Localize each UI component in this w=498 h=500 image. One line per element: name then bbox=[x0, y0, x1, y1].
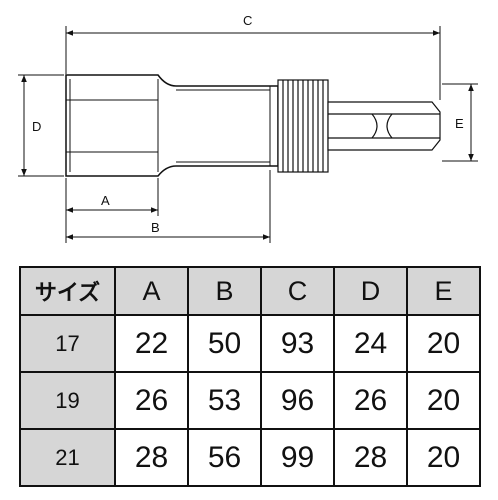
cell-c: 93 bbox=[260, 314, 335, 373]
size-spec-table: サイズ A B C D E 17 22 50 93 24 20 19 26 53… bbox=[19, 266, 481, 487]
header-e: E bbox=[406, 266, 481, 316]
dim-label-b: B bbox=[151, 220, 160, 235]
cell-e: 20 bbox=[406, 371, 481, 430]
dimension-e bbox=[442, 83, 478, 162]
cell-e: 20 bbox=[406, 314, 481, 373]
cell-b: 56 bbox=[187, 428, 262, 487]
cell-c: 96 bbox=[260, 371, 335, 430]
dimension-b bbox=[66, 170, 271, 243]
cell-b: 50 bbox=[187, 314, 262, 373]
header-b: B bbox=[187, 266, 262, 316]
header-c: C bbox=[260, 266, 335, 316]
table-row: 21 28 56 99 28 20 bbox=[19, 428, 481, 487]
table-row: 19 26 53 96 26 20 bbox=[19, 371, 481, 430]
cell-d: 26 bbox=[333, 371, 408, 430]
cell-a: 22 bbox=[114, 314, 189, 373]
socket-collar bbox=[277, 79, 329, 173]
socket-body-lines bbox=[66, 79, 271, 172]
cell-d: 28 bbox=[333, 428, 408, 487]
table-header-row: サイズ A B C D E bbox=[19, 266, 481, 316]
cell-size: 17 bbox=[19, 314, 116, 373]
cell-size: 21 bbox=[19, 428, 116, 487]
header-d: D bbox=[333, 266, 408, 316]
hex-shank bbox=[327, 101, 441, 151]
dim-label-c: C bbox=[243, 13, 252, 28]
cell-size: 19 bbox=[19, 371, 116, 430]
dim-label-e: E bbox=[455, 116, 464, 131]
dim-label-d: D bbox=[32, 119, 41, 134]
dimension-d bbox=[18, 74, 64, 177]
dimension-a bbox=[65, 178, 159, 243]
socket-dimension-drawing: C D E A B bbox=[18, 13, 478, 243]
header-size: サイズ bbox=[19, 266, 116, 316]
dimension-c bbox=[65, 26, 441, 100]
cell-c: 99 bbox=[260, 428, 335, 487]
dim-label-a: A bbox=[101, 193, 110, 208]
cell-e: 20 bbox=[406, 428, 481, 487]
cell-b: 53 bbox=[187, 371, 262, 430]
header-a: A bbox=[114, 266, 189, 316]
table-row: 17 22 50 93 24 20 bbox=[19, 314, 481, 373]
cell-a: 28 bbox=[114, 428, 189, 487]
cell-d: 24 bbox=[333, 314, 408, 373]
cell-a: 26 bbox=[114, 371, 189, 430]
